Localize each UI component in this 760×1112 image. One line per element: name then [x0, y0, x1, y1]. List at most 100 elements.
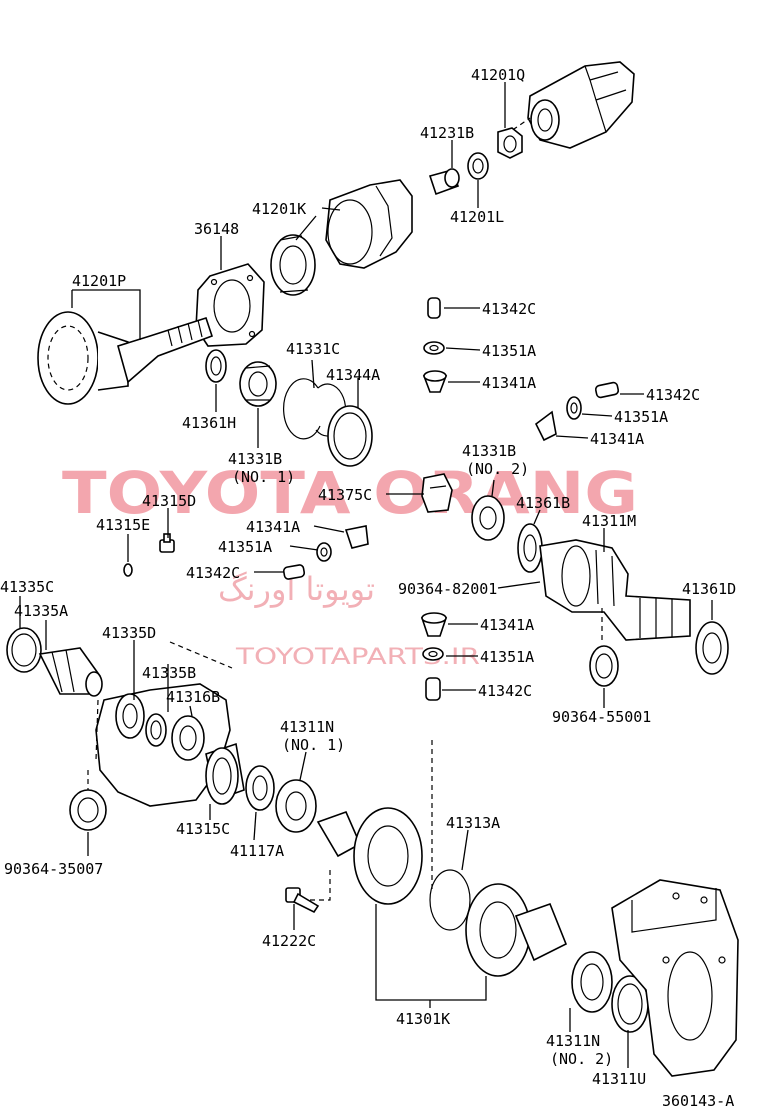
part-labels: 41201Q 41231B 41201L 41201K 36148 41201P… [0, 66, 736, 1110]
label-41311m: 41311M [582, 512, 636, 530]
label-41342c-4: 41342C [478, 682, 532, 700]
label-41342c-3: 41342C [186, 564, 240, 582]
label-41335b: 41335B [142, 664, 196, 682]
watermark-site: TOYOTAPARTS.IR [235, 645, 480, 670]
label-41342c-1: 41342C [482, 300, 536, 318]
seal-41335b [145, 713, 167, 747]
bearing-41311n-no2 [571, 951, 613, 1013]
side-gear-41331b-no1 [239, 361, 277, 407]
label-41117a: 41117A [230, 842, 284, 860]
bearing-90364-55001 [589, 645, 619, 687]
dash-41222c [306, 870, 331, 901]
nut-41201q [497, 127, 523, 159]
clip-41315e [123, 563, 133, 577]
hub-41315c [205, 742, 245, 805]
label-41344a: 41344A [326, 366, 380, 384]
washer-41117a [245, 765, 275, 811]
pinion-shaft-41342c-mid [282, 564, 306, 580]
washer-41361d [695, 621, 729, 675]
label-41315c: 41315C [176, 820, 230, 838]
pinion-gear-41341a-mid [344, 525, 369, 549]
block-41375c [421, 473, 453, 513]
bearing-90364-35007 [69, 789, 107, 831]
pinion-gear-41341a-top [422, 370, 448, 393]
label-41351a-4: 41351A [480, 648, 534, 666]
washer-41351a-right [566, 396, 582, 420]
label-41311n-1-sub: (NO. 1) [282, 736, 345, 754]
bearing-41201l [467, 152, 489, 180]
washer-41351a-mid [316, 542, 332, 562]
washer-41361h [205, 349, 227, 383]
label-41201k: 41201K [252, 200, 306, 218]
label-41301k: 41301K [396, 1010, 450, 1028]
washer-41351a-top [423, 341, 445, 355]
label-36148: 36148 [194, 220, 239, 238]
pinion-shaft-41342c-right [594, 381, 620, 399]
label-41341a-2: 41341A [590, 430, 644, 448]
label-41315e: 41315E [96, 516, 150, 534]
bolt-41315d [159, 533, 175, 553]
label-41201q: 41201Q [471, 66, 525, 84]
label-41342c-2: 41342C [646, 386, 700, 404]
label-41335a: 41335A [14, 602, 68, 620]
label-41331c: 41331C [286, 340, 340, 358]
label-41311n-2-sub: (NO. 2) [550, 1050, 613, 1068]
washer-41361b [517, 523, 543, 573]
bolt-41222c [285, 887, 320, 914]
label-41315d: 41315D [142, 492, 196, 510]
label-41341a-4: 41341A [480, 616, 534, 634]
label-41313a: 41313A [446, 814, 500, 832]
label-41341a-1: 41341A [482, 374, 536, 392]
label-41361b: 41361B [516, 494, 570, 512]
label-41311n-2: 41311N [546, 1032, 600, 1050]
diagram-id: 360143-A [662, 1092, 734, 1110]
label-41375c: 41375C [318, 486, 372, 504]
label-90364-82001: 90364-82001 [398, 580, 497, 598]
label-41311n-1: 41311N [280, 718, 334, 736]
bearing-outer-41201k [270, 234, 316, 296]
housing-41335d [95, 641, 233, 807]
ring-41344a [327, 405, 373, 467]
label-41331b-2: 41331B [462, 442, 516, 460]
label-41341a-3: 41341A [246, 518, 300, 536]
transfer-case-housing [611, 879, 739, 1077]
label-41331b-2-sub: (NO. 2) [466, 460, 529, 478]
spacer-41231b [428, 168, 460, 196]
washer-41351a-bottom [422, 647, 444, 661]
label-41335c: 41335C [0, 578, 54, 596]
label-41222c: 41222C [262, 932, 316, 950]
label-41361h: 41361H [182, 414, 236, 432]
label-41361d: 41361D [682, 580, 736, 598]
snap-ring-41335c [6, 627, 42, 673]
label-41311u: 41311U [592, 1070, 646, 1088]
label-90364-55001: 90364-55001 [552, 708, 651, 726]
label-41316b: 41316B [166, 688, 220, 706]
label-41331b-1: 41331B [228, 450, 282, 468]
label-41231b: 41231B [420, 124, 474, 142]
label-41351a-1: 41351A [482, 342, 536, 360]
bearing-41311n-no1 [275, 779, 317, 833]
leader-lines [19, 82, 713, 1068]
shaft-41335a [38, 647, 103, 697]
flange-41201q-assembly [497, 61, 635, 149]
label-41201p: 41201P [72, 272, 126, 290]
watermark-main: TOYOTA ORANG [62, 459, 638, 527]
side-gear-41331b-no2 [471, 495, 505, 541]
label-41351a-3: 41351A [218, 538, 272, 556]
pinion-gear-41341a-right [534, 410, 557, 442]
flange-41301k-b [465, 883, 568, 977]
label-41351a-2: 41351A [614, 408, 668, 426]
label-41331b-1-sub: (NO. 1) [232, 468, 295, 486]
pinion-gear-41341a-bottom [420, 612, 448, 637]
label-41335d: 41335D [102, 624, 156, 642]
gear-41316b [171, 715, 205, 761]
carrier-housing-41201k [325, 179, 413, 269]
gasket-36148 [195, 263, 265, 347]
label-41201l: 41201L [450, 208, 504, 226]
pinion-shaft-41342c-bottom [425, 677, 441, 701]
oring-41313a [429, 869, 471, 931]
label-90364-35007: 90364-35007 [4, 860, 103, 878]
ring-gear-pinion-41201p [37, 311, 214, 405]
flange-41301k-a [316, 807, 423, 905]
